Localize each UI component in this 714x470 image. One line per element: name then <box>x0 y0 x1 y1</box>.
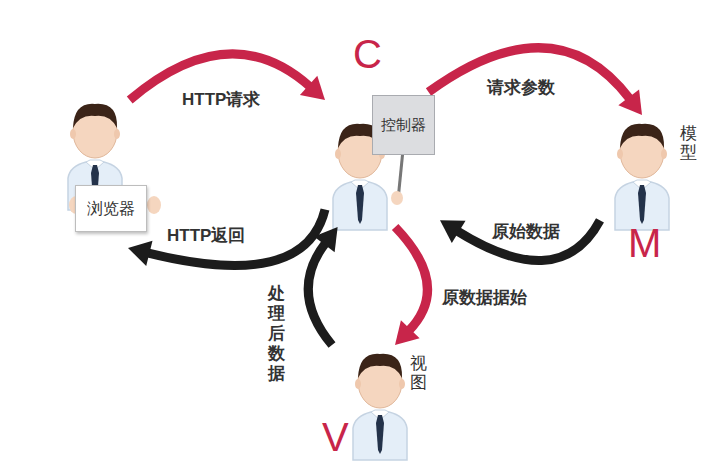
curved-arrow <box>308 243 332 345</box>
mvc-letter: V <box>322 417 349 457</box>
model-figure <box>615 124 669 230</box>
browser-sign: 浏览器 <box>75 185 147 232</box>
model-node: 模型 M <box>600 115 705 270</box>
edge-label: 处理后数据 <box>268 282 285 386</box>
arrow-head <box>128 241 152 266</box>
arrow-head <box>314 227 338 252</box>
node-title: 视图 <box>410 355 427 392</box>
controller-sign: 控制器 <box>372 95 435 155</box>
arrow-head <box>300 76 325 100</box>
browser-node: 浏览器 <box>40 100 170 248</box>
edge-label: 原数据据始 <box>440 288 529 308</box>
edge-label: 原始数据 <box>490 222 562 242</box>
arrow-head <box>395 320 420 345</box>
controller-node: C控制器 <box>325 92 440 227</box>
arrow-head <box>440 220 466 243</box>
edge-label: HTTP请求 <box>180 90 262 110</box>
curved-arrow <box>429 48 630 99</box>
mvc-letter: C <box>353 34 382 74</box>
edge-label: 请求参数 <box>485 78 557 98</box>
browser-hand <box>147 196 161 214</box>
curved-arrow <box>147 209 325 265</box>
view-node: 视图 V <box>320 345 440 465</box>
controller-hand <box>391 191 403 205</box>
mvc-letter: M <box>628 223 661 263</box>
curved-arrow <box>395 227 427 331</box>
edge-label: HTTP返回 <box>165 226 247 246</box>
node-title: 模型 <box>680 125 697 162</box>
curved-arrow <box>457 220 600 260</box>
arrow-head <box>618 90 642 115</box>
view-figure <box>353 354 407 460</box>
